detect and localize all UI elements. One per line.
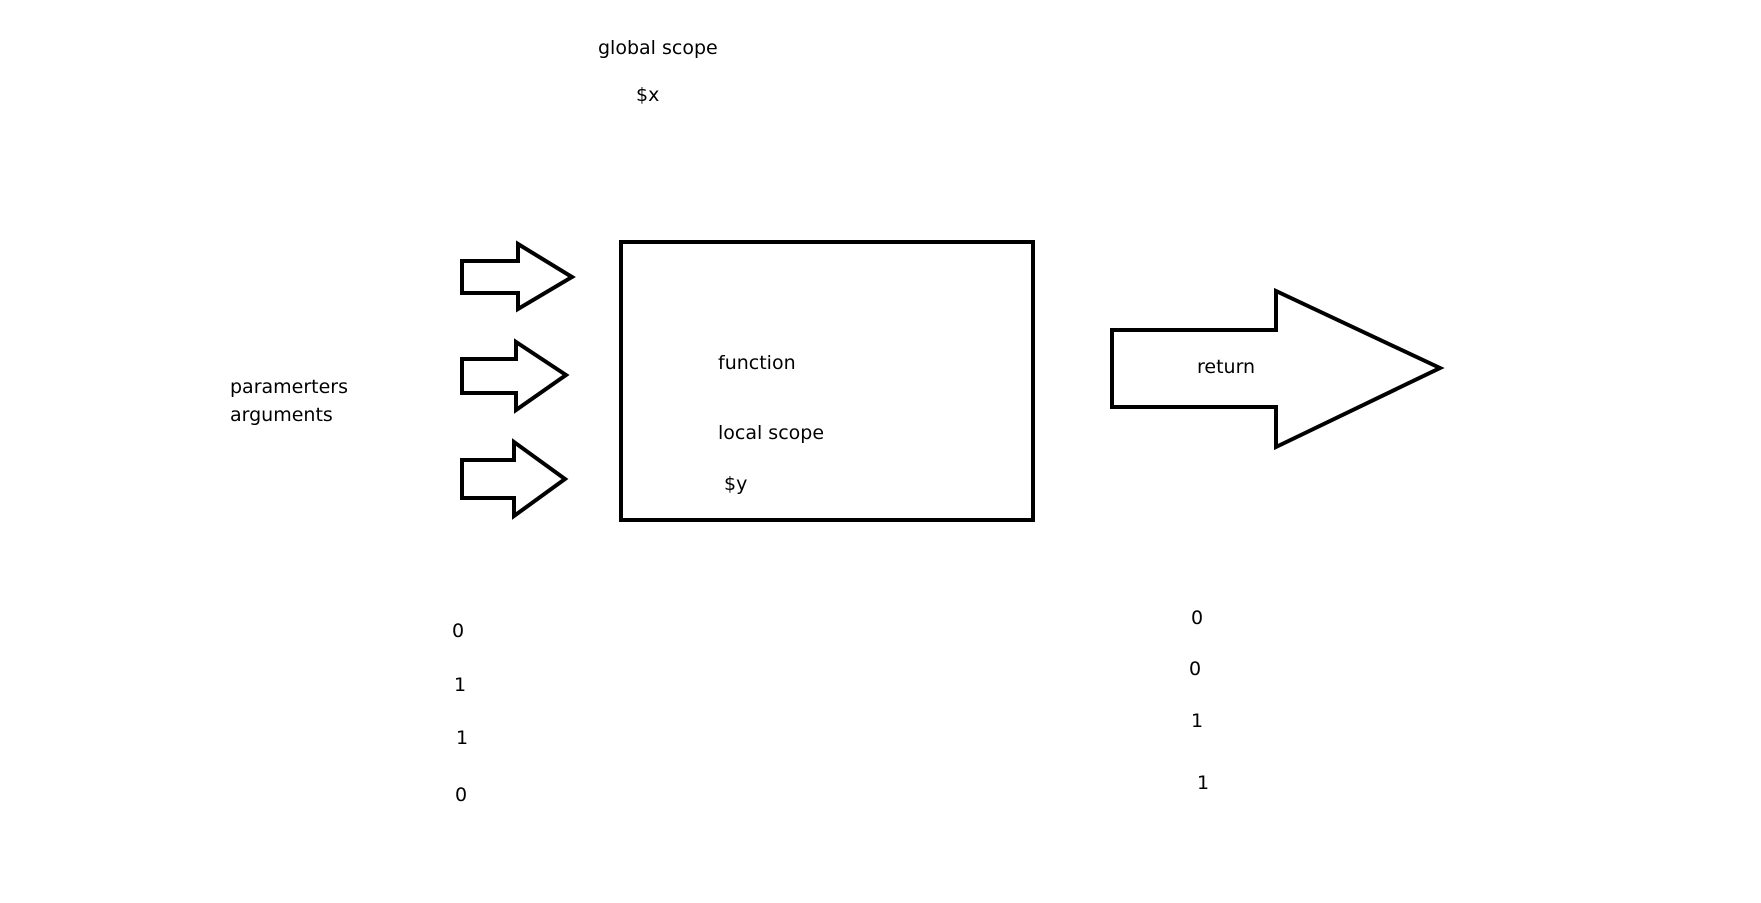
output-bit-3: 1: [1191, 710, 1204, 732]
local-scope-label: local scope: [718, 422, 825, 444]
input-arrow-1: [460, 240, 576, 313]
input-bit-4: 0: [455, 784, 468, 806]
global-variable: $x: [636, 84, 660, 106]
input-arrow-3: [460, 438, 569, 520]
parameters-label: paramerters: [230, 376, 349, 398]
output-bit-2: 0: [1189, 658, 1202, 680]
output-bit-1: 0: [1191, 607, 1204, 629]
function-label: function: [718, 352, 796, 374]
local-variable: $y: [724, 473, 748, 495]
global-scope-title: global scope: [598, 37, 718, 59]
output-bit-4: 1: [1197, 772, 1210, 794]
return-arrow: [1110, 287, 1445, 451]
return-label: return: [1197, 356, 1256, 378]
input-bit-2: 1: [454, 674, 467, 696]
arguments-label: arguments: [230, 404, 333, 426]
input-arrow-2: [460, 338, 570, 414]
function-box: [619, 240, 1035, 522]
input-bit-3: 1: [456, 727, 469, 749]
input-bit-1: 0: [452, 620, 465, 642]
